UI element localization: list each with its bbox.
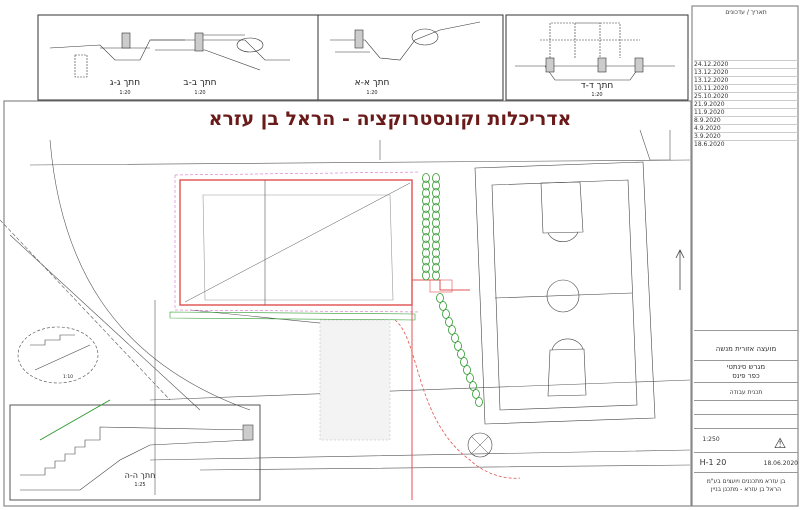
revision-date: 13.12.2020 [694,68,798,76]
svg-text:1:20: 1:20 [119,90,130,96]
office-line2: הראל בן עזרא - מתכנן בניין [710,486,782,493]
tree-icon [432,255,440,266]
tree-icon [432,233,440,243]
detail-callout [17,326,99,384]
tree-icon [422,218,430,228]
tree-icon [432,195,440,206]
tree-icon [448,325,456,335]
section-labels: חתך ג-ג 1:20 חתך ב-ב 1:20 חתך א-א 1:20 ח… [110,78,613,98]
tree-icon [422,263,430,273]
tree-icon [432,263,440,273]
tree-icon [432,180,440,191]
office-line1: בן עזרא מתכננים ויועצים בע"מ [706,478,786,485]
top-sections [37,14,689,101]
revision-date: 25.10.2020 [694,92,798,100]
tree-icon [432,218,440,228]
tree-icon [422,248,430,258]
tree-icon [439,301,447,311]
revision-date: 24.12.2020 [694,60,798,68]
svg-text:1:20: 1:20 [591,92,602,98]
tree-icon [422,188,430,198]
revision-date: 13.12.2020 [694,76,798,84]
svg-text:1:20: 1:20 [194,90,205,96]
client-name: מועצה אזורית מנשה [715,345,777,353]
section-label-gg: חתך ג-ג [110,78,140,88]
section-label-hh: חתך ה-ה [125,471,156,480]
warning-icon: ⚠ [773,436,787,452]
svg-text:1:25: 1:25 [134,482,145,488]
detail-scale: 1:10 [63,374,73,380]
section-label-dd: חתך ד-ד [581,81,614,91]
site-lines [0,129,691,495]
revisions-header: תאריך / עדכונים [725,9,767,16]
tree-icon [422,210,430,221]
drawing-type: תכנית עבודה [729,389,763,396]
section-label-aa: חתך א-א [355,78,390,88]
tree-icon [457,349,465,359]
section-hh [9,399,261,501]
tree-row [422,173,483,407]
tree-icon [469,381,477,391]
tree-icon [454,341,462,351]
tree-icon [436,293,444,303]
tree-icon [442,309,450,319]
tree-icon [463,365,471,375]
svg-text:1:20: 1:20 [366,90,377,96]
tree-icon [432,173,440,183]
revision-date: 4.9.2020 [694,124,798,132]
tree-icon [472,389,480,399]
tree-icon [432,188,440,198]
tree-icon [422,180,430,191]
tree-icon [422,195,430,206]
title-column-frame [691,5,799,507]
tree-icon [466,373,474,383]
synthetic-pitch [169,171,521,500]
project-line1: מגרש סינתטי [726,363,766,371]
revision-date: 8.9.2020 [694,116,798,124]
revision-date: 10.11.2020 [694,84,798,92]
tree-icon [460,357,468,367]
tree-icon [432,240,440,251]
tree-icon [451,333,459,343]
tree-icon [422,233,430,243]
tree-icon [432,210,440,221]
section-label-bb: חתך ב-ב [183,78,216,88]
tree-icon [432,248,440,258]
tree-icon [432,203,440,213]
project-line2: כפר פינס [732,372,760,380]
tree-icon [422,173,430,183]
date: 18.06.2020 [763,460,798,467]
banner-title: אדריכלות וקונסטרוקציה - הראל בן עזרא [208,108,572,130]
tree-icon [432,225,440,236]
revision-date: 21.9.2020 [694,100,798,108]
main-frame [3,100,692,507]
tree-icon [422,270,430,281]
tree-icon [422,255,430,266]
tree-icon [422,225,430,236]
football-field [474,161,685,425]
revision-date: 18.6.2020 [694,140,798,148]
tree-icon [422,240,430,251]
tree-icon [445,317,453,327]
tree-icon [422,203,430,213]
sheet-number: 20 H-1 [699,458,727,467]
revision-date: 3.9.2020 [694,132,798,140]
tree-icon [432,270,440,281]
tree-icon [475,397,483,407]
revision-date: 11.9.2020 [694,108,798,116]
scale: 1:250 [702,436,720,443]
